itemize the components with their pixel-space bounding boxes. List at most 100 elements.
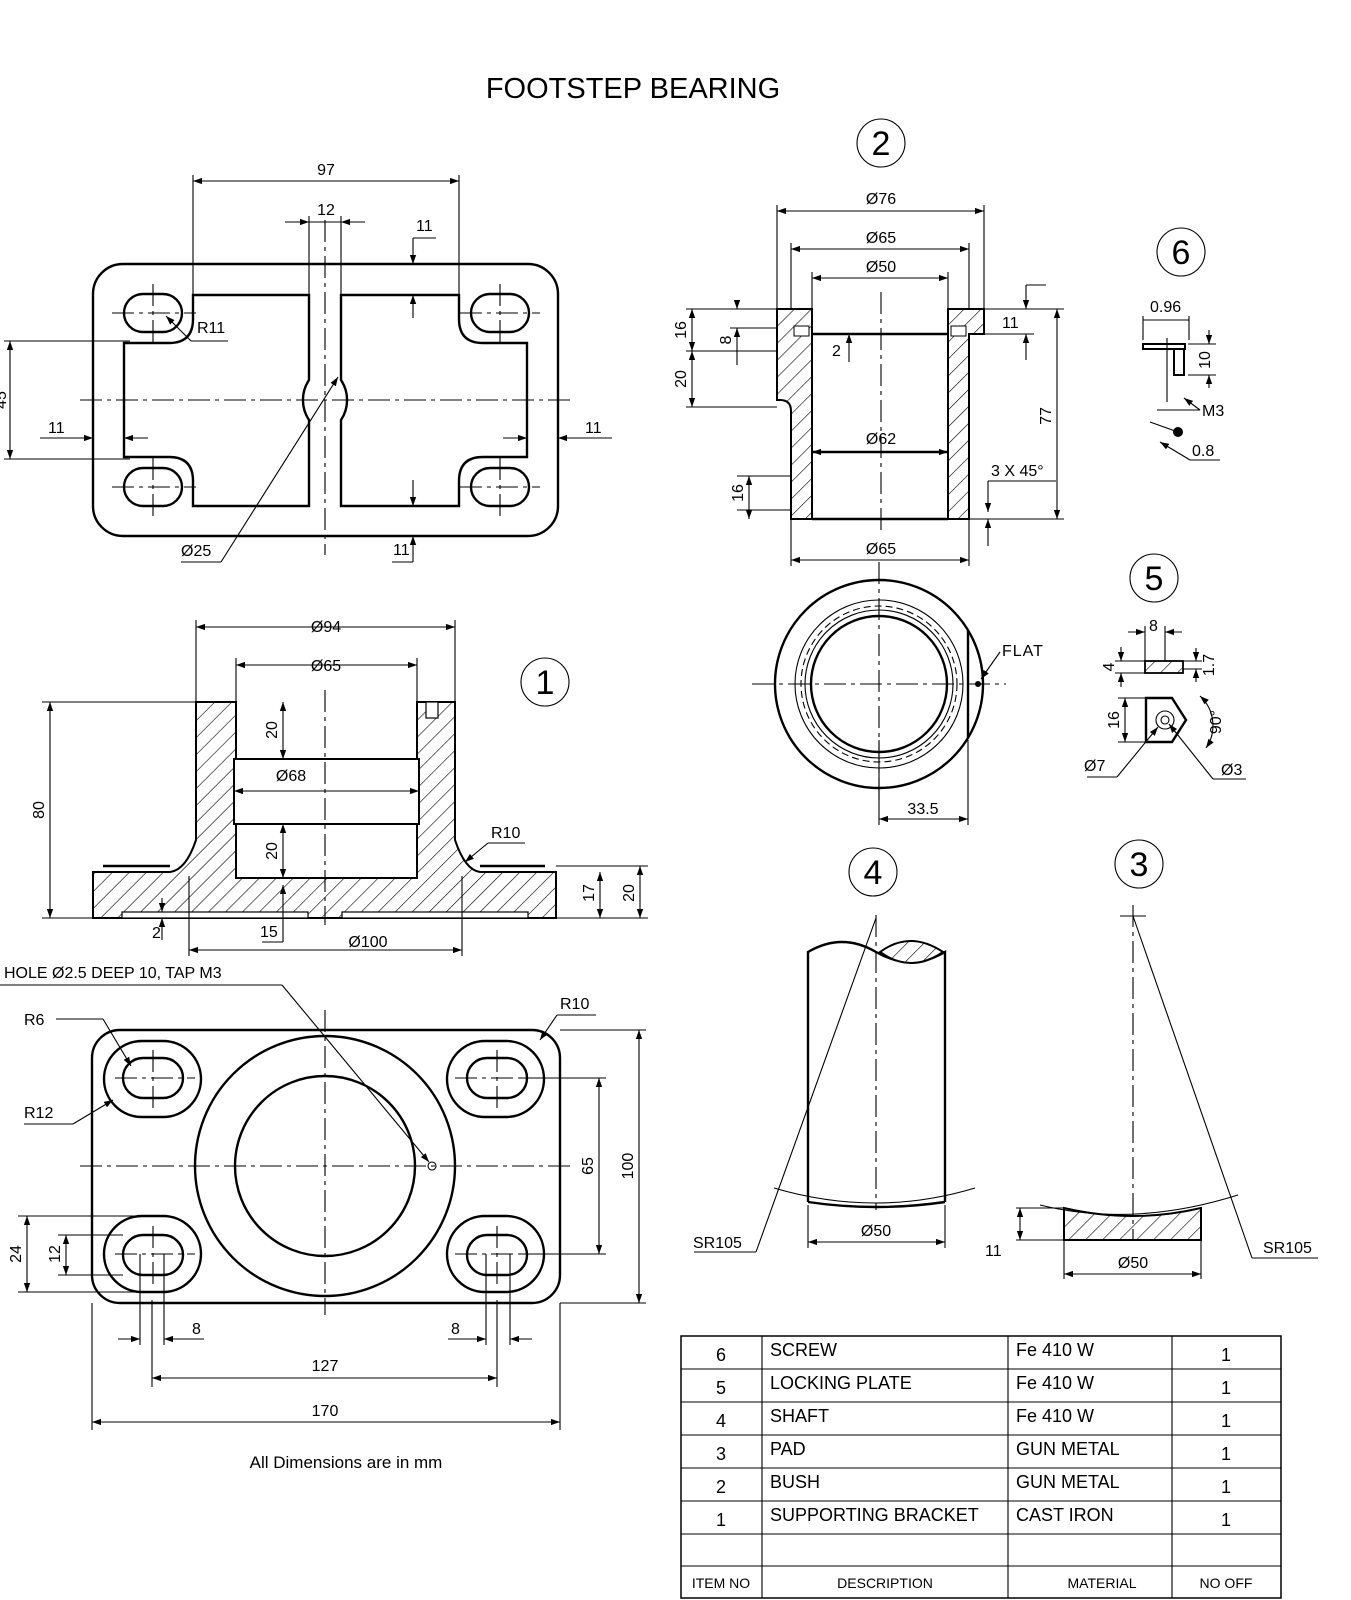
- svg-text:3: 3: [1130, 846, 1149, 884]
- dim-8-bush: 8: [718, 335, 735, 344]
- dim-20-base: 20: [621, 884, 638, 902]
- svg-text:GUN METAL: GUN METAL: [1016, 1439, 1120, 1459]
- dim-11-pad: 11: [985, 1243, 1002, 1260]
- svg-text:GUN METAL: GUN METAL: [1016, 1472, 1120, 1492]
- dim-8-plate: 8: [1149, 618, 1158, 635]
- dim-r11: R11: [197, 320, 225, 337]
- part3-pad: SR105 11 Ø50: [985, 905, 1318, 1279]
- dim-17: 17: [581, 884, 598, 902]
- svg-text:ITEM NO: ITEM NO: [692, 1575, 750, 1591]
- dim-90-deg: 90°: [1208, 710, 1225, 734]
- svg-text:NO OFF: NO OFF: [1200, 1575, 1253, 1591]
- svg-text:4: 4: [864, 854, 883, 892]
- svg-text:5: 5: [716, 1378, 726, 1398]
- part6-screw: 0.96 10 M3 0.8: [1142, 299, 1224, 461]
- dim-0-8: 0.8: [1192, 443, 1214, 460]
- dim-r10-bottom: R10: [560, 996, 589, 1013]
- svg-text:2: 2: [716, 1477, 726, 1497]
- svg-text:Fe 410 W: Fe 410 W: [1016, 1373, 1094, 1393]
- dim-24: 24: [8, 1245, 25, 1263]
- dim-77: 77: [1038, 407, 1055, 425]
- svg-text:1: 1: [1221, 1444, 1231, 1464]
- dim-11-bottom: 11: [393, 542, 410, 559]
- note-hole: HOLE Ø2.5 DEEP 10, TAP M3: [4, 965, 222, 982]
- svg-text:1: 1: [1221, 1378, 1231, 1398]
- dim-dia7: Ø7: [1084, 758, 1105, 775]
- dim-dia100: Ø100: [348, 934, 387, 951]
- dim-20-lower: 20: [264, 842, 281, 860]
- dim-8-left: 8: [192, 1321, 201, 1338]
- part2-plan-view: FLAT 33.5: [752, 562, 1044, 825]
- svg-text:3: 3: [716, 1444, 726, 1464]
- svg-text:2: 2: [872, 125, 891, 163]
- dim-dia25: Ø25: [181, 543, 211, 560]
- svg-text:CAST IRON: CAST IRON: [1016, 1505, 1114, 1525]
- svg-text:Fe 410 W: Fe 410 W: [1016, 1406, 1094, 1426]
- svg-text:1: 1: [1221, 1510, 1231, 1530]
- dim-1-7: 1.7: [1201, 654, 1218, 676]
- dim-chamfer: 3 X 45°: [991, 463, 1044, 480]
- dim-127: 127: [312, 1358, 339, 1375]
- drawing-title: FOOTSTEP BEARING: [486, 73, 780, 105]
- dim-12: 12: [317, 202, 335, 219]
- svg-text:BUSH: BUSH: [770, 1472, 820, 1492]
- units-note: All Dimensions are in mm: [250, 1453, 443, 1472]
- dim-100: 100: [620, 1153, 637, 1180]
- dim-16-lower: 16: [730, 484, 747, 502]
- dim-dia50-shaft: Ø50: [861, 1223, 891, 1240]
- bom-header-row: ITEM NO DESCRIPTION MATERIAL NO OFF: [692, 1575, 1253, 1591]
- dim-dia50-pad: Ø50: [1118, 1255, 1148, 1272]
- dim-2-base: 2: [152, 925, 161, 942]
- part1-top-view: 97 12 11 R11 11 11 Ø25 11 45: [0, 162, 612, 563]
- dim-dia68: Ø68: [276, 768, 306, 785]
- dim-11-left: 11: [48, 420, 65, 437]
- label-flat: FLAT: [1002, 643, 1044, 660]
- dim-dia65-top: Ø65: [866, 230, 896, 247]
- dim-dia50-bush: Ø50: [866, 259, 896, 276]
- svg-text:1: 1: [1221, 1477, 1231, 1497]
- part4-shaft: SR105 Ø50: [693, 915, 976, 1253]
- dim-dia76: Ø76: [866, 191, 896, 208]
- dim-11-bush: 11: [1002, 315, 1019, 332]
- svg-text:Fe 410 W: Fe 410 W: [1016, 1340, 1094, 1360]
- svg-text:4: 4: [716, 1411, 726, 1431]
- part1-bottom-view: HOLE Ø2.5 DEEP 10, TAP M3 R6 R10 R12 65 …: [0, 965, 646, 1430]
- dim-45: 45: [0, 391, 10, 409]
- part1-section-view: Ø94 Ø65 20 Ø68 20 80 R10 17 20 2 15: [31, 619, 648, 956]
- svg-text:5: 5: [1145, 560, 1164, 598]
- part-tag-5: 5: [1129, 553, 1179, 603]
- dim-dia94: Ø94: [311, 619, 341, 636]
- dim-r10-section: R10: [491, 825, 520, 842]
- svg-text:SUPPORTING BRACKET: SUPPORTING BRACKET: [770, 1505, 979, 1525]
- dim-10-screw: 10: [1197, 351, 1214, 369]
- dim-20-upper: 20: [264, 721, 281, 739]
- part2-section-view: Ø76 Ø65 Ø50 16 8 11 2 20 77: [673, 191, 1064, 566]
- dim-dia3: Ø3: [1221, 762, 1242, 779]
- dim-170: 170: [312, 1403, 339, 1420]
- dim-4-plate: 4: [1101, 662, 1118, 671]
- dim-11-right: 11: [585, 420, 602, 437]
- dim-sr105-shaft: SR105: [693, 1235, 742, 1252]
- dim-12-bottom: 12: [47, 1245, 64, 1263]
- dim-80: 80: [31, 801, 48, 819]
- dim-sr105-pad: SR105: [1263, 1240, 1312, 1257]
- dim-16-flange: 16: [673, 321, 690, 339]
- dim-2-bush: 2: [832, 343, 841, 360]
- part-tag-2: 2: [856, 118, 906, 168]
- svg-text:MATERIAL: MATERIAL: [1068, 1575, 1137, 1591]
- dim-33-5: 33.5: [907, 801, 938, 818]
- svg-text:6: 6: [1172, 234, 1191, 272]
- part5-locking-plate: 8 4 1.7 16 90° Ø7 Ø3: [1084, 618, 1246, 780]
- part-tag-1: 1: [520, 657, 570, 707]
- svg-text:6: 6: [716, 1345, 726, 1365]
- svg-text:SCREW: SCREW: [770, 1340, 837, 1360]
- dim-8-right: 8: [451, 1321, 460, 1338]
- dim-dia65-bottom: Ø65: [866, 541, 896, 558]
